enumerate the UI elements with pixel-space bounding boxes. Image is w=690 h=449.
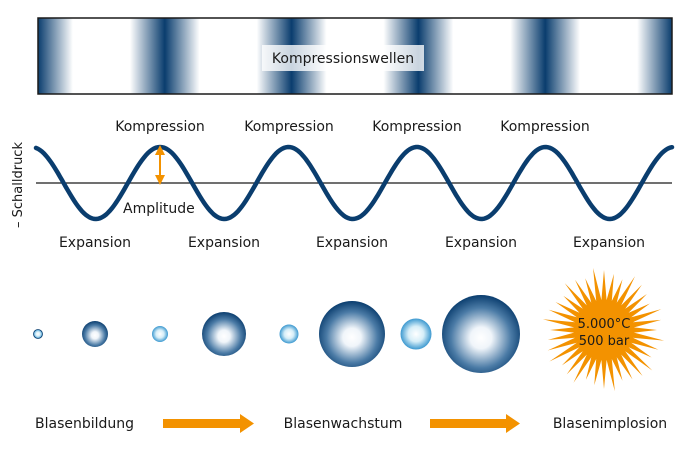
stage-label-formation: Blasenbildung (35, 416, 134, 432)
bubble-5 (279, 324, 299, 344)
bubble-2 (82, 321, 108, 347)
expansion-label-1: Expansion (59, 235, 131, 251)
compression-label-1: Kompression (115, 119, 205, 135)
expansion-label-4: Expansion (445, 235, 517, 251)
implosion-temperature: 5.000°C (578, 317, 631, 332)
compression-band-label-bg (262, 45, 424, 71)
y-axis-label: – Schalldruck (11, 142, 26, 228)
bubble-1 (33, 329, 43, 339)
expansion-label-2: Expansion (188, 235, 260, 251)
implosion-burst (542, 268, 665, 392)
stage-label-implosion: Blasenimplosion (553, 416, 667, 432)
bubble-6 (319, 301, 385, 367)
bubble-7 (400, 318, 432, 350)
compression-label-3: Kompression (372, 119, 462, 135)
implosion-pressure: 500 bar (579, 334, 630, 349)
compression-band: Kompressionswellen (37, 17, 673, 95)
bubble-8 (442, 295, 520, 373)
bubble-4 (202, 312, 246, 356)
compression-band-label: Kompressionswellen (272, 51, 414, 67)
stage-label-growth: Blasenwachstum (284, 416, 403, 432)
compression-label-4: Kompression (500, 119, 590, 135)
pressure-wave-section: – Schalldruck Amplitude Kompression Komp… (11, 119, 675, 251)
stage-arrow-1 (163, 414, 254, 433)
compression-label-2: Kompression (244, 119, 334, 135)
bubble-lifecycle: 5.000°C 500 bar (33, 268, 665, 392)
expansion-label-3: Expansion (316, 235, 388, 251)
expansion-label-5: Expansion (573, 235, 645, 251)
stage-row: Blasenbildung Blasenwachstum Blasenimplo… (35, 414, 667, 433)
stage-arrow-2 (430, 414, 520, 433)
amplitude-label: Amplitude (123, 201, 195, 217)
pressure-wave (33, 144, 675, 222)
bubble-3 (152, 326, 168, 342)
